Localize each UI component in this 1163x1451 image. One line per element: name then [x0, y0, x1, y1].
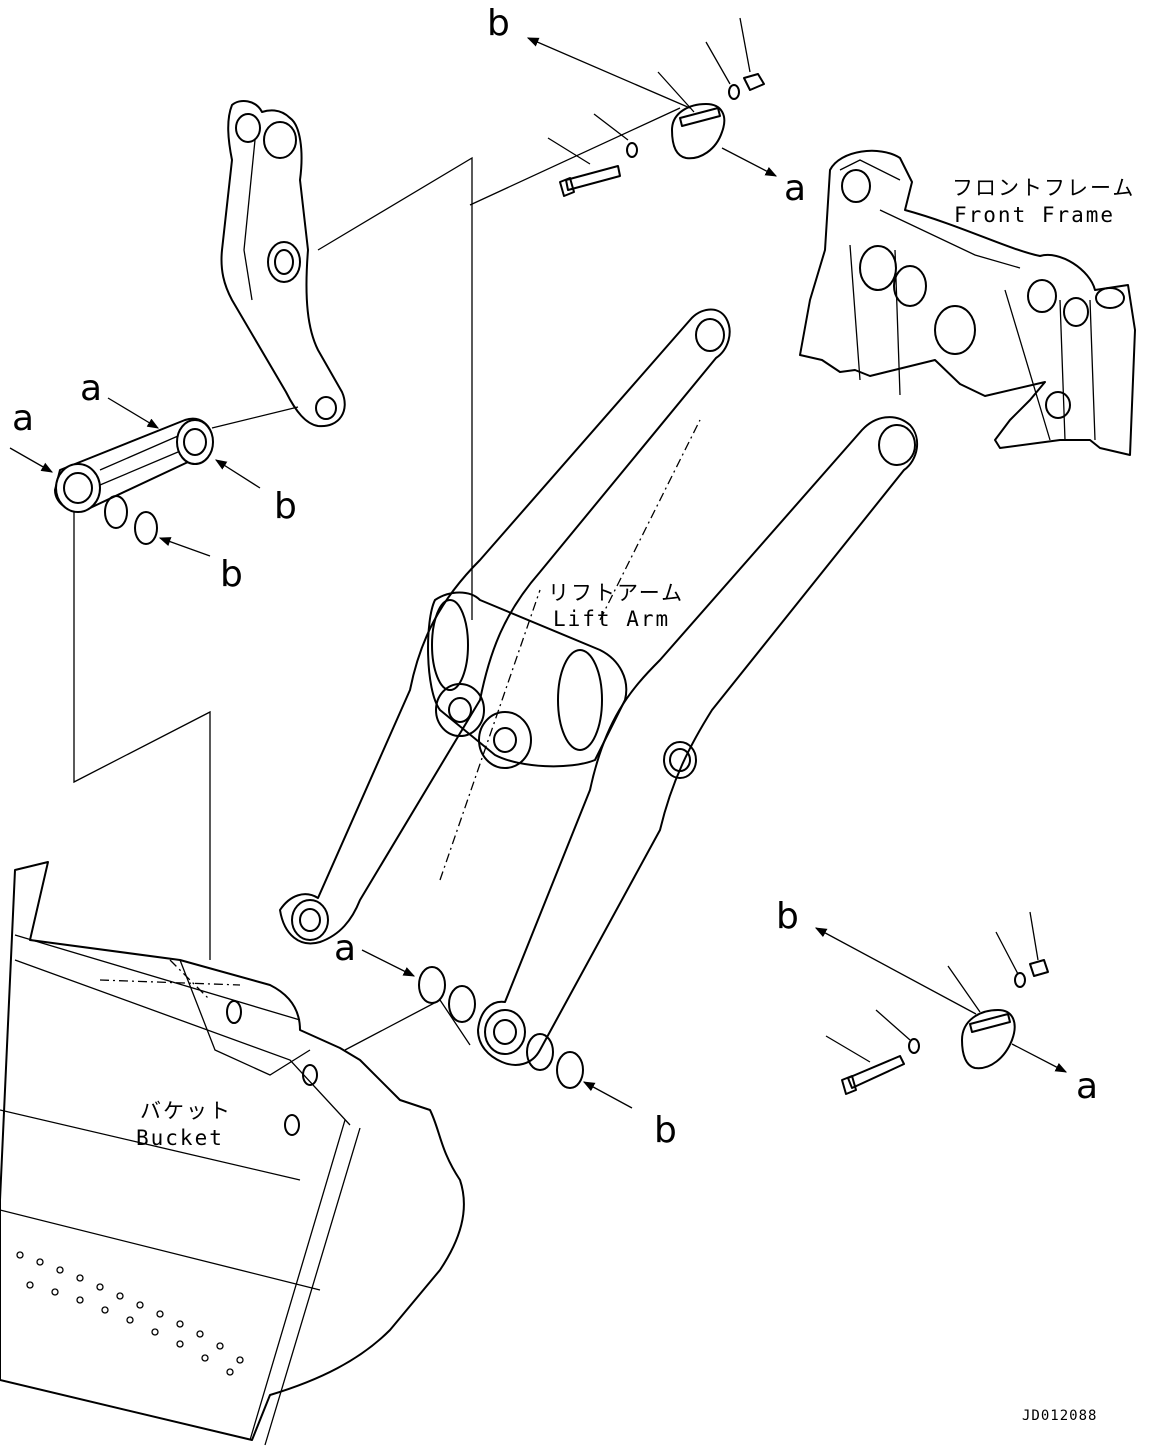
lift-arm-label-jp: リフトアーム: [548, 581, 684, 605]
bucket-label-en: Bucket: [136, 1126, 224, 1150]
callout-arrows: [9, 397, 633, 1109]
lift-arm: [279, 308, 919, 1066]
bell-crank: [220, 99, 346, 428]
bucket-bolt-holes: [16, 1251, 244, 1376]
callout-a-bottom-right: a: [1076, 1066, 1098, 1107]
front-frame: [799, 149, 1136, 456]
bucket: [0, 861, 471, 1446]
bucket-label-jp: バケット: [140, 1099, 232, 1123]
callout-b-arm: b: [654, 1110, 677, 1151]
front-frame-label-jp: フロントフレーム: [952, 176, 1135, 200]
lift-arm-label-en: Lift Arm: [553, 607, 670, 631]
link-shims: [104, 495, 158, 545]
callout-b-link: b: [274, 486, 297, 527]
callout-a-top: a: [784, 168, 806, 209]
callout-b-shim: b: [220, 554, 243, 595]
front-frame-label-en: Front Frame: [954, 203, 1115, 227]
pin-hardware-top: [526, 17, 778, 197]
callout-b-top: b: [487, 3, 510, 44]
callout-a-link-left: a: [12, 398, 34, 439]
pin-hardware-bottom: [814, 911, 1068, 1095]
link-rod: [54, 417, 214, 513]
lift-arm-shims: [418, 966, 584, 1089]
callout-b-bottom-right: b: [776, 896, 799, 937]
drawing-code: JD012088: [1022, 1408, 1097, 1424]
callout-a-link-upper: a: [80, 368, 102, 409]
alignment-lines: [73, 107, 681, 960]
callout-a-arm: a: [334, 928, 356, 969]
